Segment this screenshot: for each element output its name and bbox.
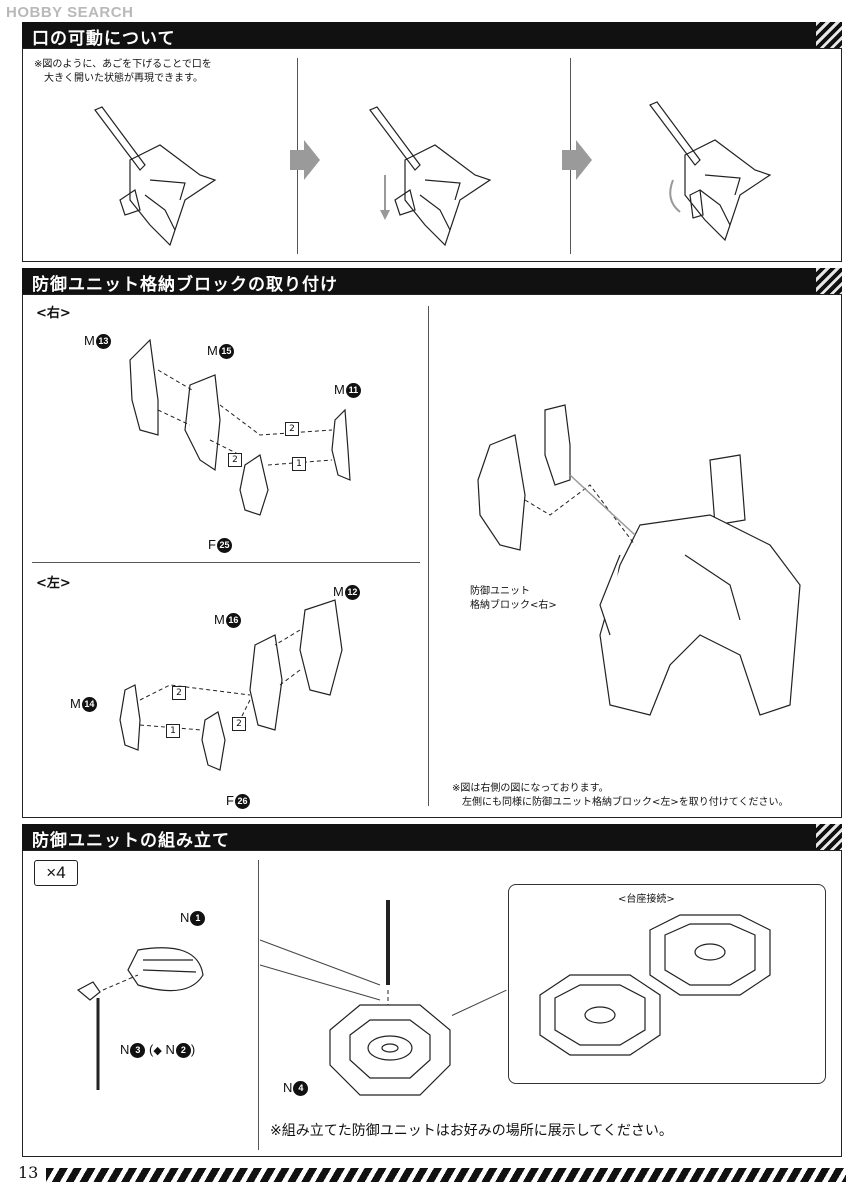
header-stripe-decoration xyxy=(816,22,842,48)
arrow-right-icon xyxy=(290,140,320,180)
base-connection-label: <台座接続> xyxy=(618,894,675,905)
storage-note: ※図は右側の図になっております。 左側にも同様に防御ユニット格納ブロック<左>を… xyxy=(452,782,788,810)
right-block-parts-diagram xyxy=(129,338,351,516)
left-block-parts-diagram xyxy=(119,599,343,771)
step-badge: 1 xyxy=(166,718,180,738)
note-line: 左側にも同様に防御ユニット格納ブロック<左>を取り付けてください。 xyxy=(462,797,789,808)
mouth-note: ※図のように、あごを下げることで口を 大きく開いた状態が再現できます。 xyxy=(34,58,212,86)
callout-storage-block-right: 防御ユニット 格納ブロック<右> xyxy=(470,585,557,613)
part-number-badge: 16 xyxy=(225,613,241,629)
arrow-right-icon xyxy=(562,140,592,180)
part-number-badge: 25 xyxy=(216,538,232,554)
section-title: 防御ユニットの組み立て xyxy=(32,831,230,851)
arrow-left-icon: ◆ xyxy=(153,1045,162,1057)
part-number-badge: 26 xyxy=(234,794,250,810)
note-line: 大きく開いた状態が再現できます。 xyxy=(44,73,203,84)
step-badge: 2 xyxy=(285,416,299,436)
part-number-badge: 11 xyxy=(345,383,361,399)
display-stand-illustration xyxy=(259,900,451,1096)
footer-stripe-decoration xyxy=(46,1168,846,1182)
base-connection-illustration xyxy=(539,914,771,1056)
section-header-assembly: 防御ユニットの組み立て xyxy=(22,824,842,851)
step-badge: 2 xyxy=(228,447,242,467)
header-stripe-decoration xyxy=(816,824,842,850)
panel-mouth xyxy=(22,48,842,262)
callout-line: 防御ユニット xyxy=(470,586,530,597)
part-number-badge: 3 xyxy=(130,1043,146,1059)
divider xyxy=(32,562,420,563)
part-number-badge: 12 xyxy=(344,585,360,601)
head-illustration-2 xyxy=(369,106,492,247)
part-number-badge: 14 xyxy=(81,697,97,713)
right-side-label: <右> xyxy=(36,306,71,321)
page-number: 13 xyxy=(18,1163,39,1182)
part-number-badge: 1 xyxy=(190,911,206,927)
part-number-badge: 15 xyxy=(218,344,234,360)
section-header-mouth: 口の可動について xyxy=(22,22,842,49)
watermark-logo: HOBBY SEARCH xyxy=(6,4,134,21)
base-connection-inset xyxy=(508,884,826,1084)
part-number-badge: 2 xyxy=(175,1043,191,1059)
part-number-badge: 4 xyxy=(293,1081,309,1097)
left-side-label: <左> xyxy=(36,576,71,591)
divider xyxy=(258,860,259,1150)
section-title: 防御ユニット格納ブロックの取り付け xyxy=(32,275,338,295)
quantity-multiplier-badge: ×4 xyxy=(34,860,78,886)
head-illustration-3 xyxy=(649,101,772,242)
section-title: 口の可動について xyxy=(32,29,176,49)
step-badge: 2 xyxy=(172,680,186,700)
note-line: ※図は右側の図になっております。 xyxy=(452,783,609,794)
part-number-badge: 13 xyxy=(95,334,111,350)
step-badge: 2 xyxy=(232,711,246,731)
head-illustration-1 xyxy=(94,106,217,247)
section-header-storage: 防御ユニット格納ブロックの取り付け xyxy=(22,268,842,295)
note-line: ※図のように、あごを下げることで口を xyxy=(34,59,212,70)
divider xyxy=(428,306,429,806)
assembly-note: ※組み立てた防御ユニットはお好みの場所に展示してください。 xyxy=(270,1123,673,1139)
header-stripe-decoration xyxy=(816,268,842,294)
panel-assembly xyxy=(22,850,842,1157)
callout-line: 格納ブロック<右> xyxy=(470,600,557,611)
shield-unit-illustration xyxy=(76,947,204,1090)
robot-body-illustration xyxy=(477,404,801,716)
step-badge: 1 xyxy=(292,451,306,471)
